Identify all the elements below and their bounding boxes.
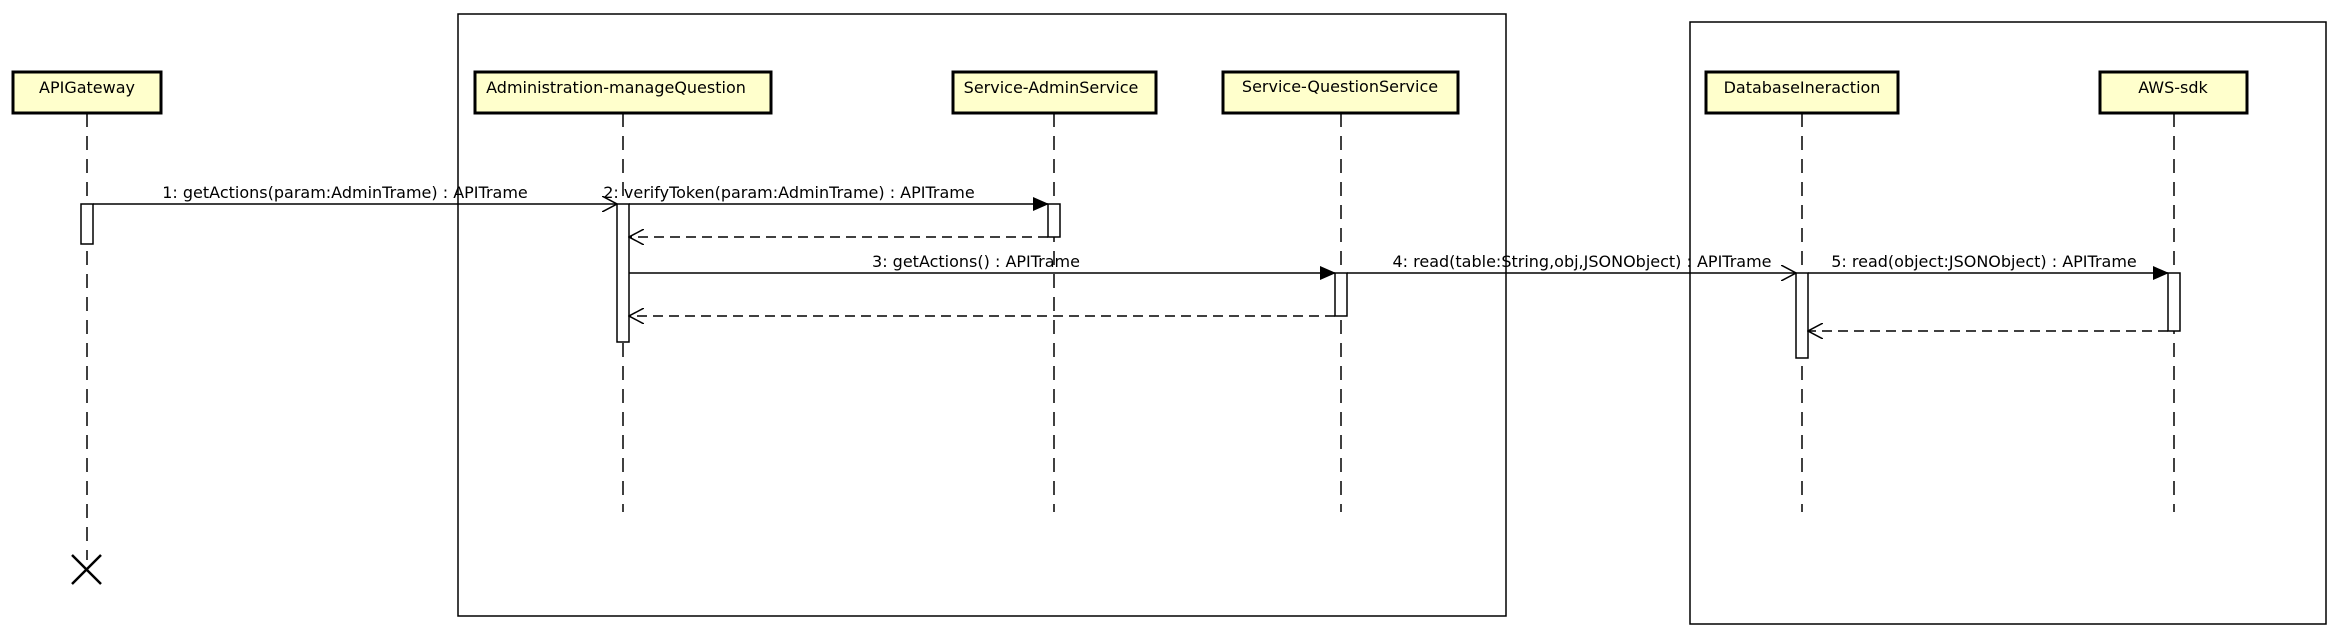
participant-service-questionservice[interactable]: Service-QuestionService	[1221, 70, 1460, 115]
activation-databaseineraction	[1795, 272, 1809, 359]
frame-admin-group	[457, 13, 1507, 617]
participant-label: APIGateway	[39, 78, 135, 97]
participant-label: Service-QuestionService	[1242, 77, 1438, 96]
activation-administration-managequestion	[616, 203, 630, 343]
x-mark-icon	[71, 554, 102, 585]
participant-aws-sdk[interactable]: AWS-sdk	[2098, 70, 2249, 115]
message-3-label: 3: getActions() : APITrame	[872, 252, 1080, 271]
activation-apigateway	[80, 203, 94, 245]
participant-label: Service-AdminService	[964, 78, 1139, 97]
activation-aws-sdk	[2167, 272, 2181, 332]
activation-service-questionservice	[1334, 272, 1348, 317]
message-4-label: 4: read(table:String,obj,JSONObject) : A…	[1392, 252, 1771, 271]
participant-label: DatabaseIneraction	[1724, 78, 1881, 97]
participant-administration-managequestion[interactable]: Administration-manageQuestion	[473, 70, 773, 115]
participant-label: Administration-manageQuestion	[486, 78, 746, 97]
participant-service-adminservice[interactable]: Service-AdminService	[951, 70, 1158, 115]
activation-service-adminservice	[1047, 203, 1061, 238]
participant-label: AWS-sdk	[2138, 78, 2208, 97]
participant-apigateway[interactable]: APIGateway	[11, 70, 163, 115]
participant-databaseineraction[interactable]: DatabaseIneraction	[1704, 70, 1900, 115]
message-2-label: 2: verifyToken(param:AdminTrame) : APITr…	[603, 183, 974, 202]
message-1-label: 1: getActions(param:AdminTrame) : APITra…	[162, 183, 528, 202]
frame-database-group	[1689, 21, 2327, 625]
message-5-label: 5: read(object:JSONObject) : APITrame	[1831, 252, 2137, 271]
